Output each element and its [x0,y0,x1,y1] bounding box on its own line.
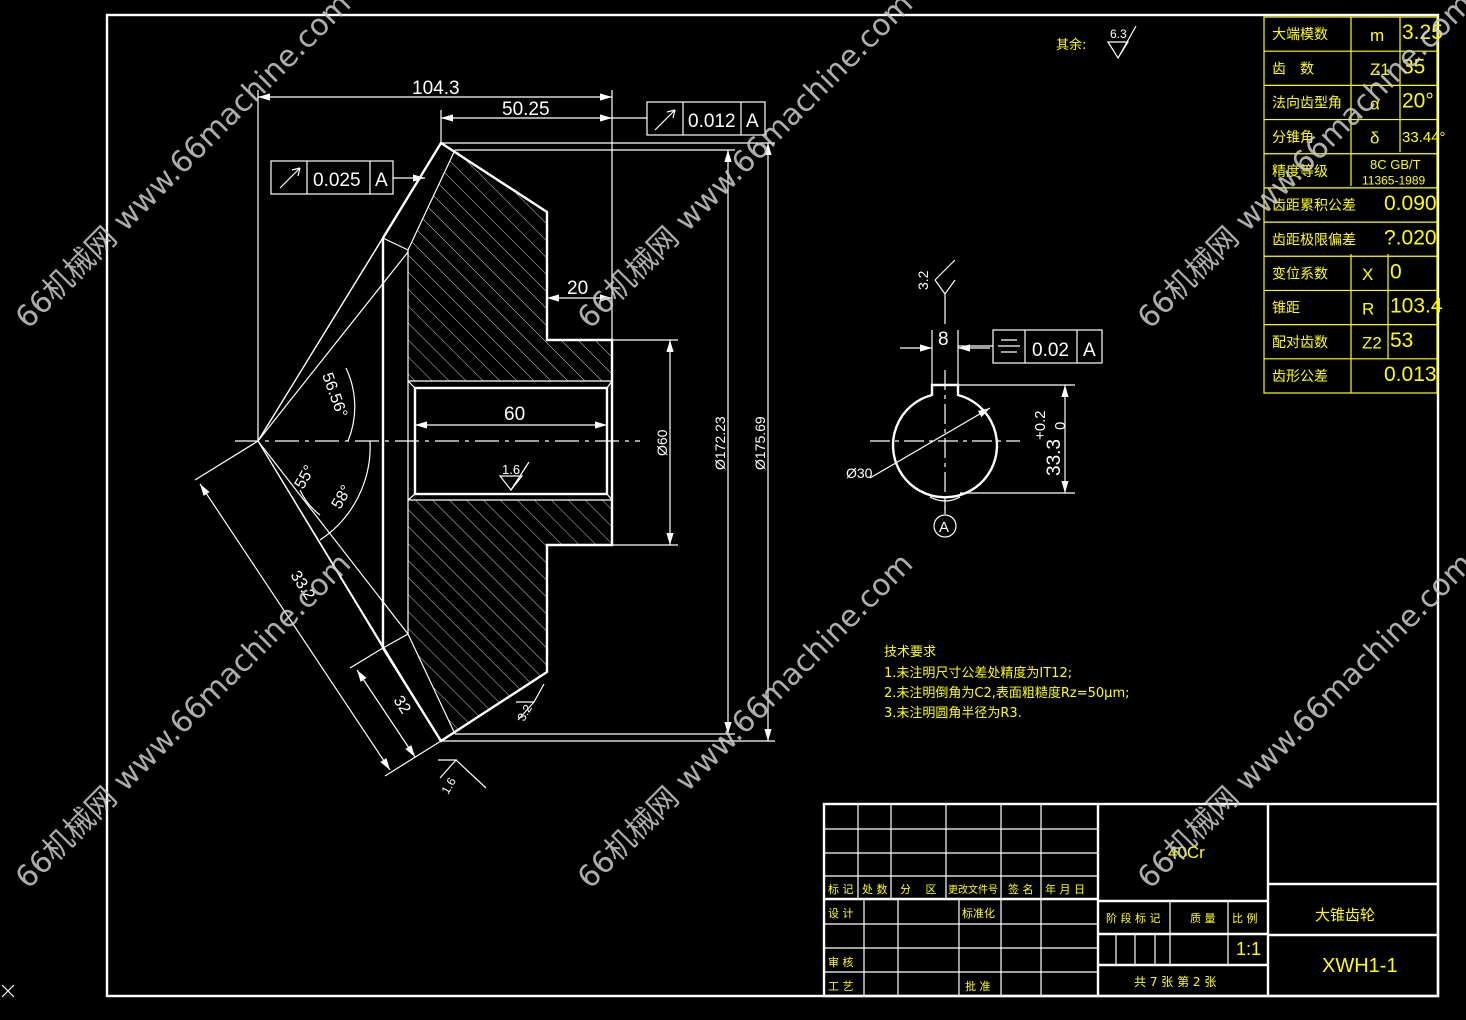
svg-text:标 记: 标 记 [828,882,854,896]
param-name: 齿距极限偏差 [1272,232,1356,248]
param-name: 齿形公差 [1272,369,1328,385]
ucs-icon [1,984,15,998]
param-name: 锥距 [1272,301,1300,317]
param-value: 0.090 [1384,192,1437,215]
svg-text:设 计: 设 计 [828,907,854,920]
param-value: 0 [1390,260,1402,283]
param-name: 齿 数 [1272,61,1314,77]
svg-text:标准化: 标准化 [962,906,995,920]
param-symbol: α [1370,94,1380,113]
dim-dia172: Ø172.23 [712,416,728,470]
param-value: 35 [1402,55,1425,78]
svg-text:1.未注明尺寸公差处精度为IT12;: 1.未注明尺寸公差处精度为IT12; [884,665,1072,681]
param-name: 变位系数 [1272,266,1328,282]
dim-50: 50.25 [502,99,550,120]
param-value: 103.4 [1390,295,1443,318]
keyway-section-view: 8 3.2 0.02 A 33.3 +0.2 0 Ø30 A [846,259,1103,538]
drawing-border [105,13,1440,998]
param-name: 精度等级 [1272,163,1328,180]
key-width: 8 [938,329,949,350]
material: 40Cr [1168,843,1205,862]
bore-diameter: Ø30 [846,465,873,481]
svg-text:更改文件号: 更改文件号 [948,883,998,896]
param-name: 齿距累积公差 [1272,198,1356,214]
svg-text:处 数: 处 数 [862,883,888,896]
param-value: 8C GB/T [1370,157,1421,172]
param-name: 配对齿数 [1272,335,1328,351]
dim-dia60: Ø60 [654,429,670,456]
part-name: 大锥齿轮 [1315,906,1375,924]
svg-text:66机械网 www.66machine.com: 66机械网 www.66machine.com [9,546,358,895]
drawing-number: XWH1-1 [1322,955,1398,977]
param-value: 20° [1402,90,1434,113]
svg-text:66机械网 www.66machine.com: 66机械网 www.66machine.com [571,0,920,336]
scale: 1:1 [1236,939,1261,959]
svg-text:签 名: 签 名 [1008,882,1034,896]
param-symbol: m [1370,26,1384,45]
svg-text:A: A [375,170,388,191]
param-name: 大端模数 [1272,27,1328,43]
title-block: 标 记 处 数 分 区 更改文件号 签 名 年 月 日 设 计 标准化 审 核 … [822,802,1440,998]
svg-text:0.012: 0.012 [688,111,736,132]
param-value: 11365-1989 [1362,173,1425,187]
param-value: 33.44° [1402,129,1446,146]
param-symbol: δ [1370,128,1379,147]
tolerance-frame-1: 0.025 A [270,160,425,195]
svg-text:工 艺: 工 艺 [828,980,854,993]
svg-text:A: A [746,111,759,132]
angle-5656: 56.56° [318,371,350,420]
svg-text:技术要求: 技术要求 [884,645,936,660]
gear-parameter-table: 大端模数 m 3.25 齿 数 Z1 35 法向齿型角 α 20° 分锥角 δ 33.44° 精度等级 8… [1263,16,1446,394]
svg-text:0: 0 [1052,422,1069,430]
angle-55: 55° [292,463,319,492]
svg-text:0.02: 0.02 [1032,340,1069,361]
roughness-bore: 1.6 [502,462,520,477]
svg-text:比 例: 比 例 [1232,911,1258,925]
dim-32: 32 [390,693,414,717]
param-value: ?.020 [1384,226,1437,249]
param-value: 3.25 [1402,21,1443,44]
sheet-count: 共 7 张 第 2 张 [1134,975,1216,989]
param-symbol: X [1362,265,1373,284]
roughness-symbol [1106,25,1137,60]
param-name: 分锥角 [1272,130,1314,146]
svg-text:0.025: 0.025 [313,170,361,191]
param-symbol: Z1 [1370,60,1390,79]
key-depth: 33.3 [1044,439,1065,476]
key-roughness: 3.2 [915,270,931,290]
param-name: 法向齿型角 [1272,96,1342,112]
svg-text:2.未注明倒角为C2,表面粗糙度Rz=50μm;: 2.未注明倒角为C2,表面粗糙度Rz=50μm; [884,685,1130,701]
dim-104: 104.3 [412,78,460,99]
svg-text:6.3: 6.3 [1110,27,1127,41]
param-symbol: R [1362,299,1374,318]
svg-text:审 核: 审 核 [828,955,854,969]
svg-text:质 量: 质 量 [1190,912,1216,925]
surface-label: 其余: [1056,37,1086,53]
svg-text:阶 段 标 记: 阶 段 标 记 [1106,911,1161,925]
svg-text:批 准: 批 准 [965,979,991,993]
svg-text:分 区: 分 区 [900,883,937,896]
watermarks: 66机械网 www.66machine.com 66机械网 www.66mach… [9,0,1466,896]
svg-text:66机械网 www.66machine.com: 66机械网 www.66machine.com [1131,546,1466,895]
svg-text:年 月 日: 年 月 日 [1045,882,1085,896]
svg-text:3.未注明圆角半径为R3.: 3.未注明圆角半径为R3. [884,706,1022,721]
svg-text:+0.2: +0.2 [1032,410,1049,440]
param-value: 0.013 [1384,363,1437,386]
dim-20: 20 [567,278,588,299]
param-symbol: Z2 [1362,334,1382,353]
tolerance-frame-2: 0.012 A [612,101,766,136]
param-value: 53 [1390,329,1413,352]
svg-text:66机械网 www.66machine.com: 66机械网 www.66machine.com [9,0,358,336]
dim-60-length: 60 [504,404,525,425]
roughness-tooth: 1.6 [438,775,459,797]
svg-text:66机械网 www.66machine.com: 66机械网 www.66machine.com [571,546,920,895]
datum-a: A [939,519,949,536]
dim-dia175: Ø175.69 [752,416,768,470]
technical-requirements: 技术要求 1.未注明尺寸公差处精度为IT12; 2.未注明倒角为C2,表面粗糙度… [884,645,1130,721]
svg-text:A: A [1083,340,1096,361]
